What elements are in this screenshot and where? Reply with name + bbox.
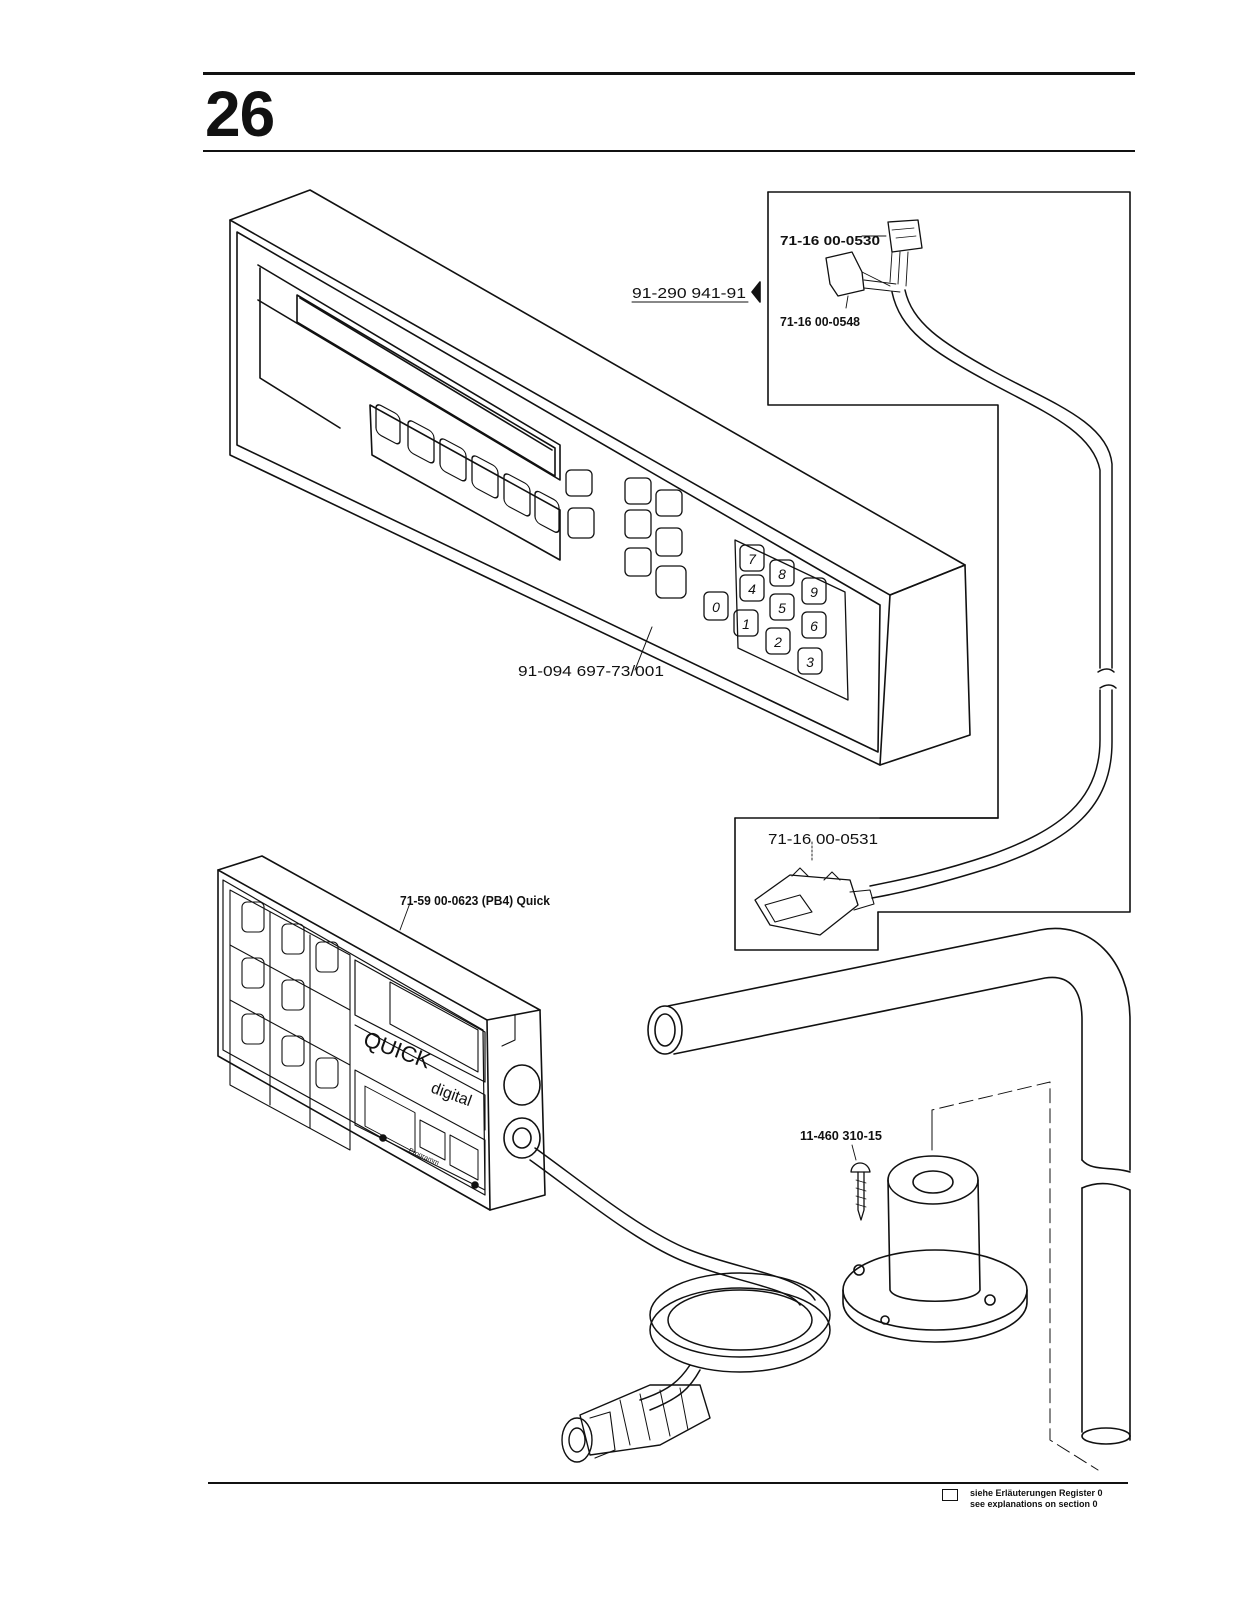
header-top-rule — [203, 72, 1135, 75]
coiled-cable — [529, 1147, 831, 1411]
key-4: 4 — [748, 581, 756, 597]
mounting-pipe — [647, 927, 1131, 1445]
program-keys — [375, 404, 560, 533]
label-screw: 11-460 310-15 — [800, 1128, 882, 1143]
assembly-line — [931, 1081, 1099, 1471]
quick-panel-drawing — [217, 855, 546, 1211]
label-control-panel: 91-094 697-73/001 — [518, 663, 664, 680]
label-connector-upper: 71-16 00-0530 — [780, 233, 880, 248]
footnote-box-icon — [942, 1489, 958, 1501]
sub-d-connector — [734, 817, 999, 951]
footnote-line-2: see explanations on section 0 — [970, 1499, 1098, 1508]
keypad-digits: 7 8 9 4 5 6 0 1 2 3 — [712, 551, 818, 670]
screw — [850, 1144, 871, 1221]
cable — [869, 289, 1117, 899]
label-sub-d-connector: 71-16 00-0531 — [768, 831, 878, 848]
footnote: siehe Erläuterungen Register 0 see expla… — [970, 1488, 1103, 1508]
base-socket — [842, 1155, 1028, 1343]
key-3: 3 — [806, 654, 814, 670]
footnote-line-1: siehe Erläuterungen Register 0 — [970, 1488, 1103, 1498]
quick-brand-text: QUICK — [360, 1026, 434, 1073]
footer-rule — [208, 1482, 1128, 1484]
control-panel-drawing — [229, 189, 971, 766]
key-8: 8 — [778, 566, 786, 582]
program-text: Programm — [407, 1147, 440, 1167]
key-5: 5 — [778, 600, 786, 616]
numeric-keypad — [703, 544, 827, 675]
label-cable-assembly: 91-290 941-91 — [632, 285, 746, 302]
function-keys — [565, 469, 687, 599]
key-9: 9 — [810, 584, 818, 600]
key-6: 6 — [810, 618, 818, 634]
page-number: 26 — [205, 78, 275, 150]
key-0: 0 — [712, 599, 720, 615]
upper-connectors — [825, 219, 923, 309]
key-7: 7 — [748, 551, 757, 567]
label-connector-lower: 71-16 00-0548 — [780, 314, 860, 329]
quick-brand-sub-text: digital — [429, 1080, 474, 1110]
key-1: 1 — [742, 616, 750, 632]
label-quick-panel: 71-59 00-0623 (PB4) Quick — [400, 893, 551, 908]
round-plug — [561, 1384, 711, 1463]
header-bottom-rule — [203, 150, 1135, 152]
key-2: 2 — [773, 634, 782, 650]
